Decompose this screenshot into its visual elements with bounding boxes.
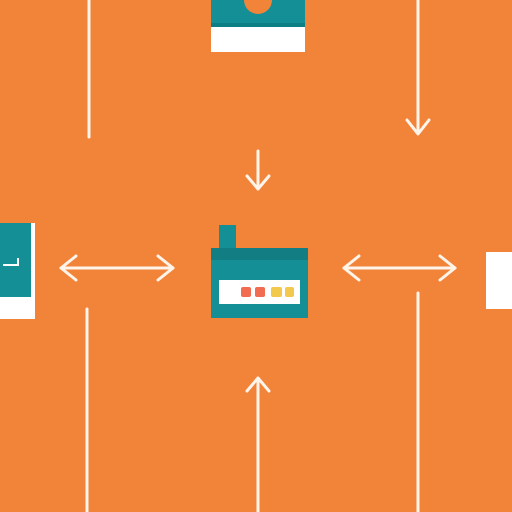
router-device-icon bbox=[211, 225, 308, 318]
arrow-into-hub-top-icon bbox=[245, 149, 271, 191]
status-light-red-2 bbox=[255, 287, 265, 297]
double-arrow-right-icon bbox=[342, 254, 457, 282]
left-device-icon bbox=[0, 223, 35, 319]
status-light-yellow-2 bbox=[285, 287, 294, 297]
connector-lines bbox=[85, 0, 420, 512]
status-light-yellow bbox=[271, 287, 282, 297]
double-arrow-left-icon bbox=[59, 254, 175, 282]
arrow-group bbox=[59, 118, 457, 512]
status-light-red bbox=[241, 287, 251, 297]
right-device-icon bbox=[486, 252, 512, 309]
arrow-down-right-icon bbox=[405, 118, 431, 136]
top-device-icon bbox=[211, 0, 305, 52]
arrow-into-hub-bottom-icon bbox=[245, 376, 271, 512]
